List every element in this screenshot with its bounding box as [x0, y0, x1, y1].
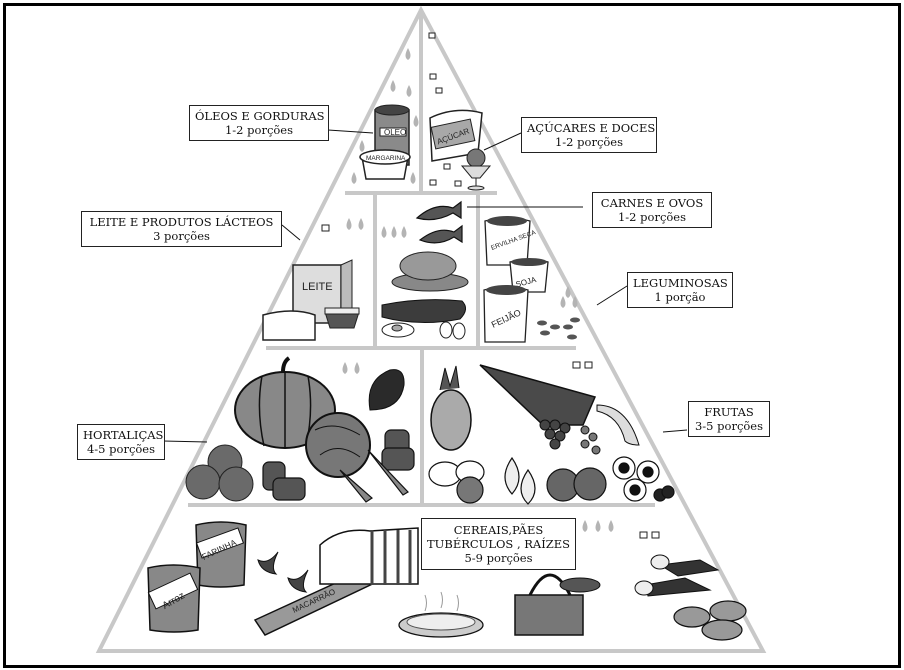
eggplant-icon [368, 369, 405, 411]
margarine-label: MARGARINA [366, 155, 406, 162]
group-servings: 3-5 porções [694, 419, 764, 433]
leader-leite [281, 224, 301, 241]
label-leite-lacteos: LEITE E PRODUTOS LÁCTEOS 3 porções [81, 211, 282, 247]
label-acucares-doces: AÇÚCARES E DOCES 1-2 porções [521, 117, 657, 153]
group-servings: 5-9 porções [464, 551, 533, 565]
legume-drops [560, 286, 578, 308]
carrot-icons [339, 449, 409, 503]
fruit-sugar-cubes [572, 361, 593, 369]
margarine-tub-icon: MARGARINA [359, 149, 411, 180]
plant-icons [257, 551, 309, 593]
plum-icons [612, 456, 675, 502]
bean-pieces [537, 317, 580, 340]
oil-label: ÓLEO [384, 128, 406, 137]
label-frutas: FRUTAS 3-5 porções [688, 401, 770, 437]
cheese-icon [262, 310, 316, 341]
group-servings: 3 porções [153, 229, 210, 243]
leader-lines [162, 129, 688, 443]
group-name: HORTALIÇAS [83, 428, 164, 442]
tomato-icons [185, 444, 254, 502]
group-name-line2: TUBÉRCULOS , RAÍZES [427, 537, 571, 551]
fish-icon [415, 200, 463, 244]
chicken-icon [391, 251, 469, 292]
sundae-icon [460, 148, 492, 191]
pepper-icons [262, 429, 415, 501]
cassava-icon [634, 554, 720, 597]
pyramid-structure [95, 5, 767, 653]
cereal-drops [582, 520, 614, 532]
group-name: FRUTAS [704, 405, 754, 419]
yogurt-icon [324, 307, 360, 329]
grapes-icon [539, 419, 601, 455]
group-servings: 1-2 porções [224, 123, 294, 137]
group-name: ÓLEOS E GORDURAS [195, 109, 325, 123]
group-name: AÇÚCARES E DOCES [527, 121, 656, 135]
group-servings: 4-5 porções [86, 442, 156, 456]
group-servings: 1-2 porções [554, 135, 624, 149]
watermelon-icon [479, 364, 597, 426]
rice-plate-icon [398, 591, 484, 638]
potato-icons [673, 600, 747, 641]
meat-drops [381, 226, 407, 238]
label-leguminosas: LEGUMINOSAS 1 porção [627, 272, 733, 308]
group-servings: 1 porção [654, 290, 706, 304]
leader-oleos [327, 129, 374, 134]
leader-hortalicas [162, 440, 208, 443]
pyramid-outline [95, 5, 767, 653]
label-carnes-ovos: CARNES E OVOS 1-2 porções [592, 192, 712, 228]
leader-leguminosas [596, 285, 628, 306]
vegetable-drops [342, 362, 360, 374]
eggs-icon [381, 321, 466, 340]
dairy-drops [321, 218, 364, 232]
group-name-line1: CEREAIS,PÃES [453, 523, 544, 537]
sugar-bag-icon: AÇÚCAR [429, 109, 483, 162]
leader-frutas [662, 429, 688, 433]
group-name: LEGUMINOSAS [633, 276, 728, 290]
milk-label: LEITE [302, 281, 333, 293]
cereal-sugar-cubes [639, 531, 660, 539]
pineapple-icon [430, 365, 472, 451]
apple-icons [546, 467, 607, 502]
cabbage-icon [305, 412, 371, 478]
group-name: CARNES E OVOS [600, 196, 704, 210]
flour-bag-icon: FARINHA [195, 521, 247, 588]
bread-icon [319, 527, 419, 585]
citrus-icons [428, 460, 485, 504]
label-hortalicas: HORTALIÇAS 4-5 porções [77, 424, 165, 460]
legume-bags: ERVILHA SECA SOJA FEIJÃO [483, 216, 549, 343]
pear-icons [504, 456, 536, 505]
rice-bag-icon: Arroz [147, 564, 201, 633]
leader-acucares [483, 132, 522, 151]
steak-icon [381, 299, 466, 324]
banana-icon [596, 404, 640, 446]
drop-icons-oils [351, 48, 419, 184]
bread-basket-icon [514, 573, 601, 636]
label-oleos-gorduras: ÓLEOS E GORDURAS 1-2 porções [189, 105, 329, 141]
sugar-cube-icons [428, 32, 462, 187]
label-cereais-paes: CEREAIS,PÃES TUBÉRCULOS , RAÍZES 5-9 por… [421, 518, 576, 570]
group-servings: 1-2 porções [617, 210, 687, 224]
group-name: LEITE E PRODUTOS LÁCTEOS [89, 215, 274, 229]
